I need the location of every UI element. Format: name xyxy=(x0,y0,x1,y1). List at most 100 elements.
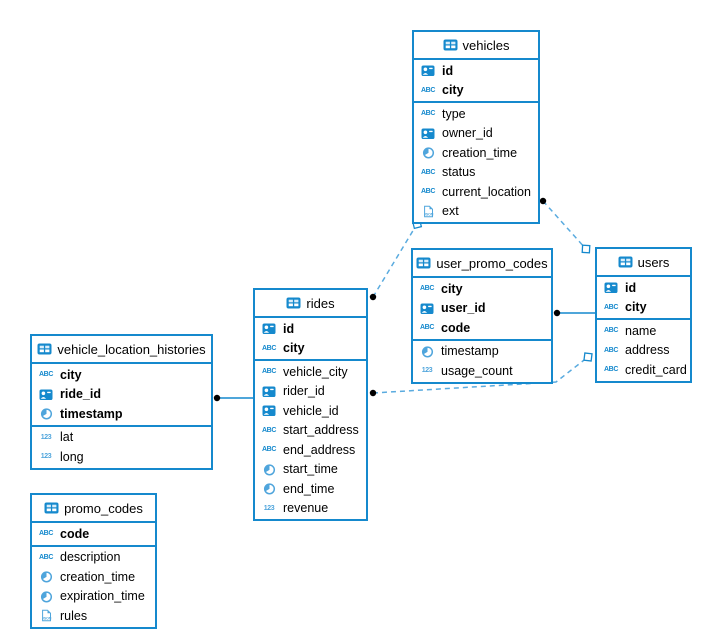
svg-text:JSON: JSON xyxy=(423,212,433,216)
abc-icon: ABC xyxy=(262,368,276,376)
column-name: code xyxy=(441,320,471,335)
abc-icon: ABC xyxy=(421,110,435,118)
column-row-rules: JSON rules xyxy=(32,606,155,626)
column-row-user_id: user_id xyxy=(413,299,551,319)
abc-icon: ABC xyxy=(262,344,276,352)
column-name: end_address xyxy=(283,442,356,457)
abc-icon: ABC xyxy=(421,168,435,176)
column-row-address: ABC address xyxy=(597,341,690,361)
table-header: users xyxy=(597,249,690,277)
abc-icon: ABC xyxy=(420,285,434,293)
abc-icon: ABC xyxy=(39,553,53,561)
num-icon: 123 xyxy=(421,367,433,375)
column-row-start_time: start_time xyxy=(255,460,366,480)
person-id-icon xyxy=(260,323,278,335)
abc-icon: ABC xyxy=(420,324,434,332)
abc-icon: ABC xyxy=(604,366,618,374)
column-name: city xyxy=(60,367,82,382)
num-icon: 123 xyxy=(40,433,52,441)
column-name: long xyxy=(60,449,84,464)
table-title: user_promo_codes xyxy=(436,255,548,271)
column-name: rules xyxy=(60,608,88,623)
num-icon: 123 xyxy=(40,453,52,461)
svg-text:JSON: JSON xyxy=(41,617,51,621)
column-name: expiration_time xyxy=(60,589,145,604)
abc-icon: ABC xyxy=(421,188,435,196)
clock-icon xyxy=(260,463,278,476)
column-row-current_location: ABC current_location xyxy=(414,182,538,202)
column-row-city: ABC city xyxy=(414,81,538,101)
column-name: credit_card xyxy=(625,362,687,377)
column-name: start_time xyxy=(283,462,338,477)
column-row-id: id xyxy=(597,278,690,298)
abc-icon: ABC xyxy=(39,530,53,538)
num-icon: 123 xyxy=(263,504,275,512)
abc-icon: ABC xyxy=(262,446,276,454)
relationship-vehicles-to-users[interactable] xyxy=(542,200,587,250)
column-name: vehicle_id xyxy=(283,403,339,418)
column-name: address xyxy=(625,343,670,358)
column-name: lat xyxy=(60,430,74,445)
relationship-endpoint-dot xyxy=(213,394,221,402)
table-title: rides xyxy=(306,295,335,311)
column-name: city xyxy=(441,281,463,296)
column-row-rider_id: rider_id xyxy=(255,382,366,402)
column-name: city xyxy=(442,83,464,98)
person-id-icon xyxy=(419,65,437,77)
table-icon xyxy=(44,502,59,514)
column-name: start_address xyxy=(283,423,359,438)
column-name: id xyxy=(625,280,637,295)
clock-icon xyxy=(37,570,55,583)
person-id-icon xyxy=(260,386,278,398)
clock-icon xyxy=(37,590,55,603)
column-name: current_location xyxy=(442,184,531,199)
table-title: vehicle_location_histories xyxy=(57,341,206,357)
column-row-long: 123 long xyxy=(32,447,211,467)
table-header: rides xyxy=(255,290,366,318)
relationship-endpoint-diamond xyxy=(581,244,591,254)
clock-icon xyxy=(37,407,55,420)
column-row-id: id xyxy=(414,61,538,81)
column-row-code: ABC code xyxy=(413,318,551,338)
column-name: name xyxy=(625,323,657,338)
abc-icon: ABC xyxy=(604,346,618,354)
column-row-lat: 123 lat xyxy=(32,428,211,448)
column-name: owner_id xyxy=(442,126,493,141)
table-icon xyxy=(416,257,431,269)
column-name: id xyxy=(283,321,295,336)
column-name: rider_id xyxy=(283,384,325,399)
column-name: status xyxy=(442,165,476,180)
relationship-rides-to-users[interactable] xyxy=(372,356,589,394)
column-row-city: ABC city xyxy=(413,279,551,299)
table-header: vehicles xyxy=(414,32,538,60)
columns-section: 123 lat 123 long xyxy=(32,427,211,468)
abc-icon: ABC xyxy=(421,86,435,94)
person-id-icon xyxy=(37,389,55,401)
column-row-id: id xyxy=(255,319,366,339)
person-id-icon xyxy=(602,282,620,294)
column-name: type xyxy=(442,106,466,121)
column-name: user_id xyxy=(441,301,486,316)
column-name: timestamp xyxy=(441,344,499,359)
column-name: creation_time xyxy=(60,569,136,584)
